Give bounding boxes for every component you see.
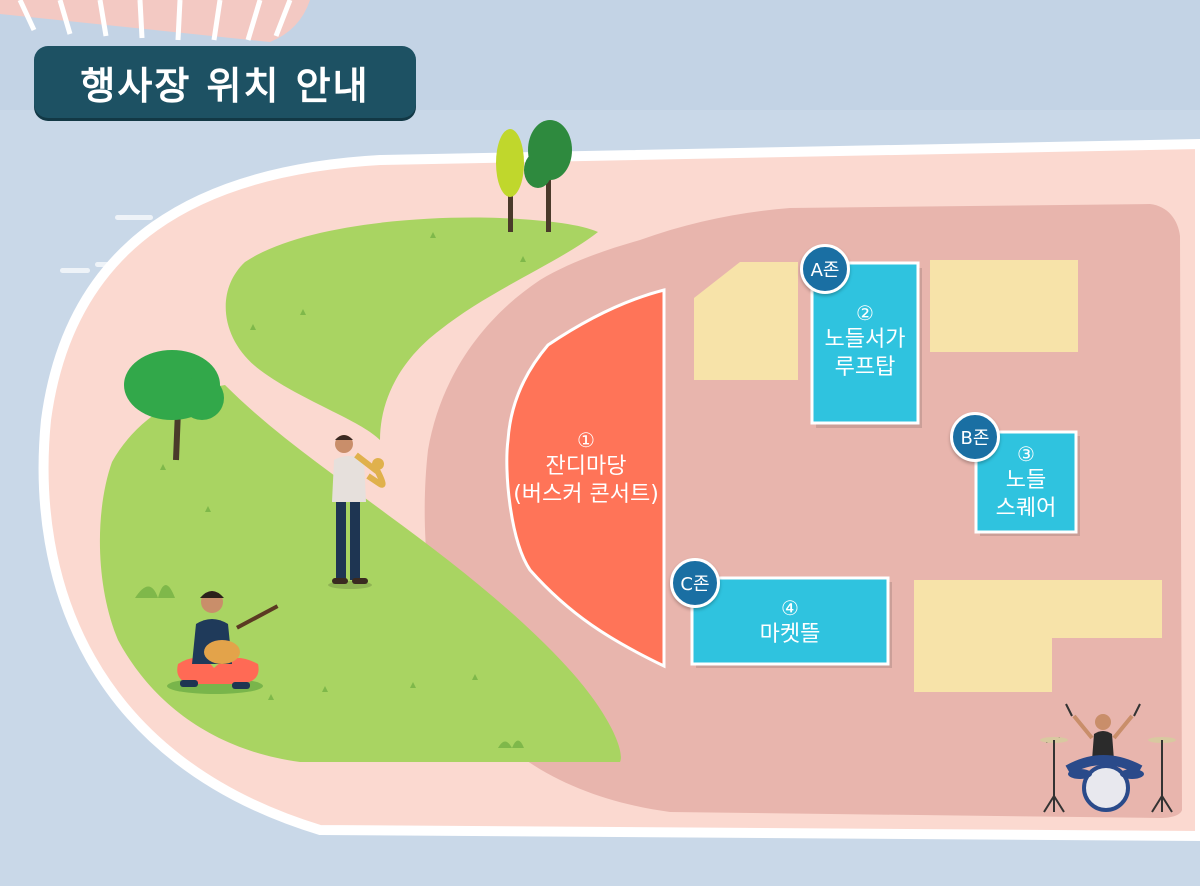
zone-1-name: 잔디마당 [545,454,627,479]
zone-1-area [505,288,666,669]
zone-4-label: ④ 마켓뜰 [692,592,888,652]
page-title: 행사장 위치 안내 [80,63,370,108]
tree-icon [496,129,524,232]
zone-1-label: ① 잔디마당 (버스커 콘서트) [508,420,664,516]
zone-4-number: ④ [781,596,799,620]
zone-c-badge: C존 [670,558,720,608]
saxophone-player-icon [328,435,386,589]
zone-4-area [690,576,890,666]
grass-upper [225,217,598,440]
zone-4-name: 마켓뜰 [759,622,821,647]
zone-2-name-line2: 루프탑 [834,355,896,380]
empty-lots [694,260,1162,692]
zone-3-label: ③ 노들 스퀘어 [976,436,1076,528]
zone-2-number: ② [856,301,874,325]
empty-lot-3 [914,580,1162,692]
zone-a-badge: A존 [800,244,850,294]
grass-tufts [135,232,526,748]
zone-b-badge: B존 [950,412,1000,462]
drummer-icon [1040,703,1176,813]
tree-icon [124,350,224,461]
zone-3-number: ③ [1017,442,1035,466]
zone-3-name: 노들 [1005,468,1047,493]
empty-lot-2 [930,260,1078,352]
zone-1-number: ① [577,428,595,452]
decorative-fan [0,0,310,42]
zone-2-label: ② 노들서가 루프탑 [812,296,918,386]
zone-2-name: 노들서가 [824,327,906,352]
guitar-player-icon [167,591,279,694]
tree-icon [524,120,572,232]
page-title-box: 행사장 위치 안내 [34,46,416,118]
zone-3-name-line2: 스퀘어 [995,496,1057,521]
empty-lot-1 [694,262,798,380]
zone-1-subtitle: (버스커 콘서트) [513,482,659,507]
